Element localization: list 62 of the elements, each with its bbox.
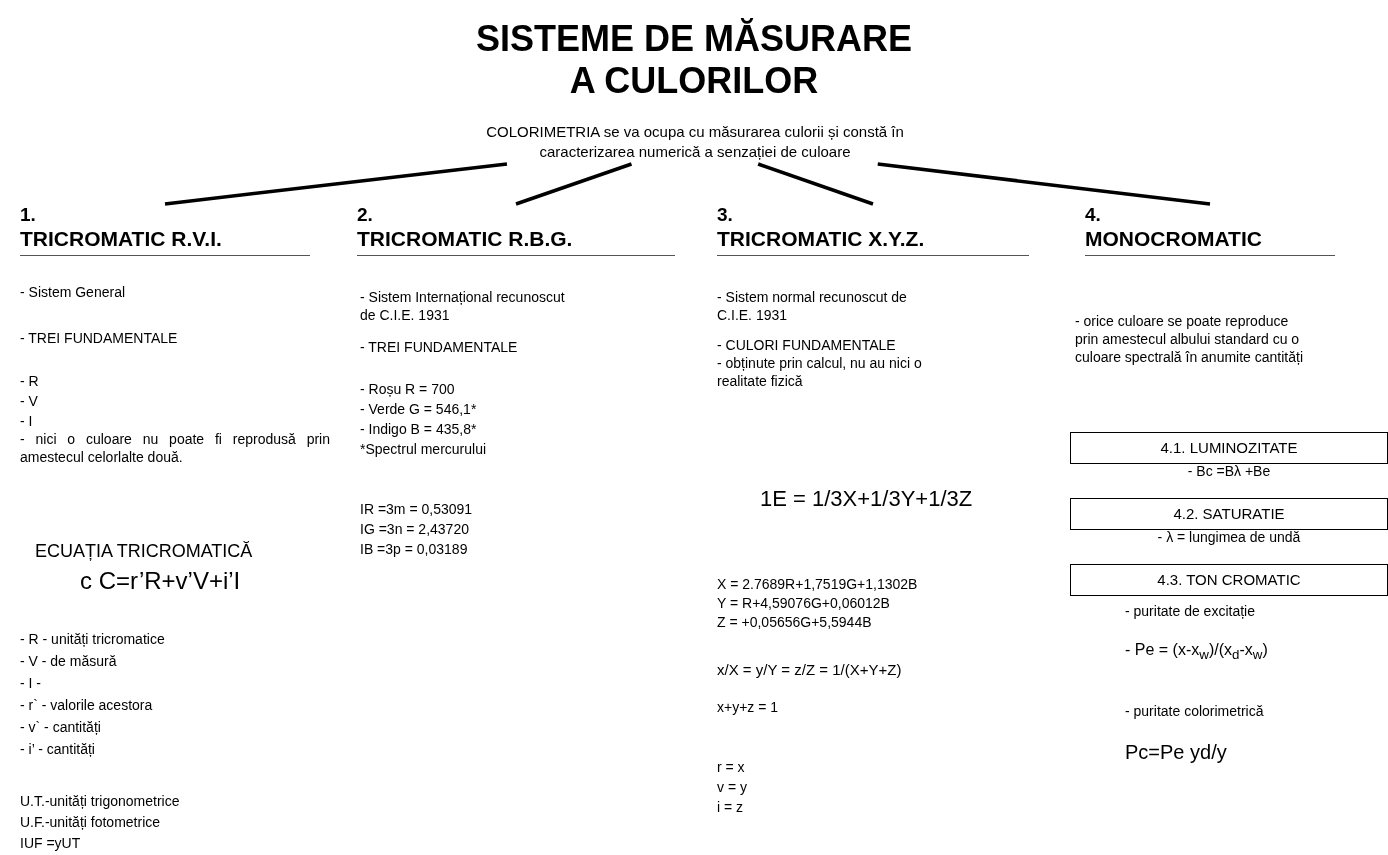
section-box: 4.3. TON CROMATIC xyxy=(1070,564,1388,596)
formula-text: Pc=Pe yd/y xyxy=(1125,740,1228,765)
formula-text: ECUAȚIA TRICROMATICĂ xyxy=(35,540,254,563)
note-text: - obținute prin calcul, nu au nici o realitate fizică xyxy=(717,354,923,390)
note-text: x+y+z = 1 xyxy=(717,698,780,716)
section-number: 3. xyxy=(717,204,733,226)
note-text: *Spectrul mercurului xyxy=(360,440,488,458)
formula-text: c C=r’R+v’V+i’I xyxy=(80,566,242,596)
diagram-title: SISTEME DE MĂSURARE A CULORILOR xyxy=(474,18,913,102)
section-number: 2. xyxy=(357,204,373,226)
note-text: - R xyxy=(20,372,40,390)
note-text: - r` - valorile acestora xyxy=(20,696,154,714)
section-box: 4.1. LUMINOZITATE xyxy=(1070,432,1388,464)
note-text: - Sistem Internațional recunoscut de C.I.E. 1931 xyxy=(360,288,566,324)
section-number: 4. xyxy=(1085,204,1101,226)
note-text: - V - de măsură xyxy=(20,652,118,670)
note-text: - TREI FUNDAMENTALE xyxy=(20,329,179,347)
note-text: - puritate de excitație xyxy=(1125,602,1256,620)
section-number: 1. xyxy=(20,204,36,226)
connector-line xyxy=(515,162,633,206)
note-text: - I - xyxy=(20,674,42,692)
note-text: - CULORI FUNDAMENTALE xyxy=(717,336,897,354)
formula-text: x/X = y/Y = z/Z = 1/(X+Y+Z) xyxy=(717,660,903,679)
note-text: X = 2.7689R+1,7519G+1,1302B xyxy=(717,575,919,593)
section-box: 4.2. SATURATIE xyxy=(1070,498,1388,530)
note-text: - Roșu R = 700 xyxy=(360,380,456,398)
note-text: IG =3n = 2,43720 xyxy=(360,520,470,538)
note-text: - i’ - cantități xyxy=(20,740,96,758)
formula-text: - Pe = (x-x$_{w}$)/(x$_{d}$-x$_{w}$) xyxy=(1125,640,1269,665)
connector-line xyxy=(877,162,1211,206)
note-text: Z = +0,05656G+5,5944B xyxy=(717,613,873,631)
note-text: - Verde G = 546,1* xyxy=(360,400,478,418)
note-text: - Sistem General xyxy=(20,283,127,301)
section-heading: TRICROMATIC X.Y.Z. xyxy=(717,226,925,252)
note-text: Y = R+4,59076G+0,06012B xyxy=(717,594,891,612)
note-text: IR =3m = 0,53091 xyxy=(360,500,474,518)
section-heading: TRICROMATIC R.B.G. xyxy=(357,226,573,252)
formula-text: 1E = 1/3X+1/3Y+1/3Z xyxy=(760,485,974,513)
note-text: - TREI FUNDAMENTALE xyxy=(360,338,519,356)
note-text: r = x xyxy=(717,758,746,776)
note-text: U.F.-unități fotometrice xyxy=(20,813,162,831)
note-text: - Sistem normal recunoscut de C.I.E. 1931 xyxy=(717,288,908,324)
note-text: U.T.-unități trigonometrice xyxy=(20,792,181,810)
note-text: - v` - cantități xyxy=(20,718,102,736)
note-text: - Indigo B = 435,8* xyxy=(360,420,478,438)
note-text: - V xyxy=(20,392,39,410)
note-text: - I xyxy=(20,412,34,430)
section-heading: MONOCROMATIC xyxy=(1085,226,1262,252)
note-text: IUF =yUT xyxy=(20,834,82,852)
connector-line xyxy=(164,162,508,206)
note-text: - orice culoare se poate reproduce prin amestecul albului standard cu o culoare spectrală în anumite cantități xyxy=(1075,312,1304,366)
note-text: - λ = lungimea de undă xyxy=(1156,528,1302,546)
note-text: v = y xyxy=(717,778,748,796)
note-text: i = z xyxy=(717,798,745,816)
note-text: IB =3p = 0,03189 xyxy=(360,540,469,558)
definition-text: COLORIMETRIA se va ocupa cu măsurarea culorii și constă în caracterizarea numerică a senzației de culoare xyxy=(445,122,945,162)
note-text: - Bc =Bλ +Be xyxy=(1186,462,1272,480)
note-text: - R - unități tricromatice xyxy=(20,630,166,648)
note-text: - puritate colorimetrică xyxy=(1125,702,1265,720)
section-heading: TRICROMATIC R.V.I. xyxy=(20,226,222,252)
connector-line xyxy=(757,162,874,206)
note-text: - nici o culoare nu poate fi reprodusă prin amestecul celorlalte două. xyxy=(20,430,330,466)
